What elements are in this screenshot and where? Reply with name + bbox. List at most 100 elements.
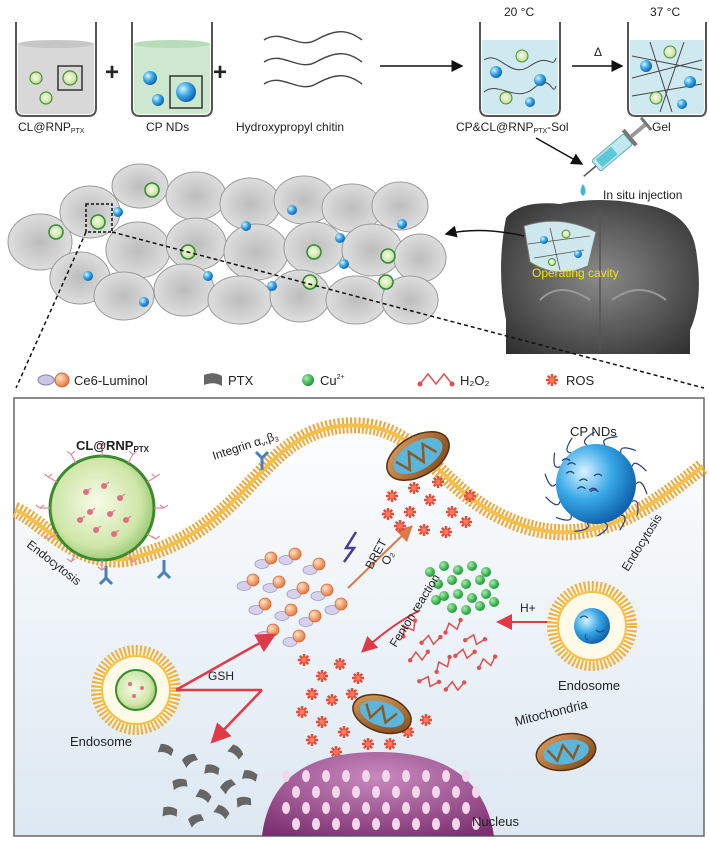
integrin-receptors [98, 450, 270, 586]
ros-icon [460, 516, 472, 528]
legend-ptx: PTX [228, 373, 254, 388]
ptx-fragment [204, 764, 220, 776]
label-gsh: GSH [208, 669, 234, 683]
ptx-fragment [172, 778, 188, 791]
cu-ion [489, 579, 499, 589]
h2o2-icon [419, 372, 453, 386]
fenton-arrow [361, 609, 421, 653]
ros-cluster-top [382, 476, 476, 538]
ros-icon [432, 476, 444, 488]
h2o2-molecule [443, 617, 463, 635]
cu-ion [475, 601, 485, 611]
ros-icon [446, 506, 458, 518]
ce6-luminol [248, 597, 272, 615]
h2o2-molecule [417, 675, 442, 688]
cu-ion [481, 589, 491, 599]
ros-icon [352, 672, 364, 684]
ros-icon [402, 726, 414, 738]
cu-ion [467, 593, 477, 603]
cu-ion [461, 605, 471, 615]
ce6-luminol [262, 575, 286, 593]
temp-sol: 20 °C [504, 5, 534, 19]
ros-icon [298, 654, 310, 666]
zoom-box [85, 203, 113, 233]
ce6-luminol [278, 547, 302, 565]
ptx-fragment [227, 744, 244, 760]
ros-icon [334, 658, 346, 670]
mitochondrion-top [386, 430, 450, 482]
endosome-right [547, 581, 637, 671]
ptx-fragment [236, 796, 252, 808]
plus-sign-2: + [213, 59, 227, 86]
ros-icon [316, 716, 328, 728]
ros-icon [326, 694, 338, 706]
beaker-clrnp [15, 22, 97, 117]
ce6-luminol [274, 603, 298, 621]
beaker-gel [627, 22, 707, 117]
cu-ion-cluster [425, 561, 499, 615]
label-sol: CP&CL@RNPPTX-Sol [456, 120, 569, 135]
ptx-fragments [157, 743, 258, 828]
ptx-fragment [157, 743, 174, 757]
cu-ion [481, 567, 491, 577]
h2o2-molecule [463, 633, 488, 646]
h2o2-molecule [453, 648, 477, 660]
ros-icon [306, 734, 318, 746]
ros-icon [362, 738, 374, 750]
cu-ion [489, 597, 499, 607]
ce6-luminol [282, 629, 306, 647]
legend-ce6-luminol: Ce6-Luminol [74, 373, 148, 388]
cu-ion [425, 567, 435, 577]
h2o2-molecule [401, 618, 418, 639]
ros-icon [382, 508, 394, 520]
beaker-cpnds [131, 22, 213, 117]
ros-icon [418, 524, 430, 536]
label-clrnp: CL@RNPPTX [18, 120, 85, 135]
ros-icon [346, 688, 358, 700]
gsh-arrow-down [210, 689, 263, 744]
ptx-fragment [241, 770, 258, 782]
ce6-luminol [302, 557, 326, 575]
ce6-luminol [236, 573, 260, 591]
gsh-arrow-up [175, 633, 277, 692]
ptx-fragment [181, 753, 199, 768]
ros-icon [546, 374, 558, 386]
label-cpnds-cell: CP NDs [570, 424, 617, 439]
cu-ion [461, 579, 471, 589]
bret-lightning-icon [342, 531, 358, 563]
ros-icon [296, 706, 308, 718]
ros-icon [386, 490, 398, 502]
cu-ion [431, 595, 441, 605]
label-cpnds-top: CP NDs [146, 120, 189, 134]
ros-icon [424, 494, 436, 506]
ptx-icon [204, 373, 222, 386]
ros-icon [330, 746, 342, 758]
label-operating-cavity: Operating cavity [532, 266, 619, 280]
cu-ion [453, 565, 463, 575]
legend-ros: ROS [566, 373, 595, 388]
legend: Ce6-Luminol PTX Cu2+ H₂O₂ ROS [37, 372, 595, 388]
cu-ion [439, 561, 449, 571]
cu-ion [475, 575, 485, 585]
h2o2-molecule [476, 654, 498, 671]
ce6-luminol [286, 581, 310, 599]
h2o2-molecule [443, 680, 467, 692]
cu-icon [302, 374, 314, 386]
ptx-fragment [213, 804, 230, 820]
syringe-icon [583, 116, 653, 177]
label-o2: O₂ [378, 548, 397, 567]
cu-ion [453, 589, 463, 599]
injection-drop [580, 184, 586, 196]
label-in-situ-injection: In situ injection [603, 188, 682, 202]
heat-symbol: Δ [594, 45, 602, 59]
label-hydroxypropyl-chitin: Hydroxypropyl chitin [236, 120, 344, 134]
ce6-luminol [324, 597, 348, 615]
ce6-luminol [254, 551, 278, 569]
ros-icon [420, 714, 432, 726]
injection-arrow [535, 137, 584, 165]
ptx-fragment [220, 779, 236, 795]
label-clrnp-cell: CL@RNPPTX [76, 438, 150, 454]
ros-icon [384, 738, 396, 750]
zoom-line-left [15, 231, 87, 389]
